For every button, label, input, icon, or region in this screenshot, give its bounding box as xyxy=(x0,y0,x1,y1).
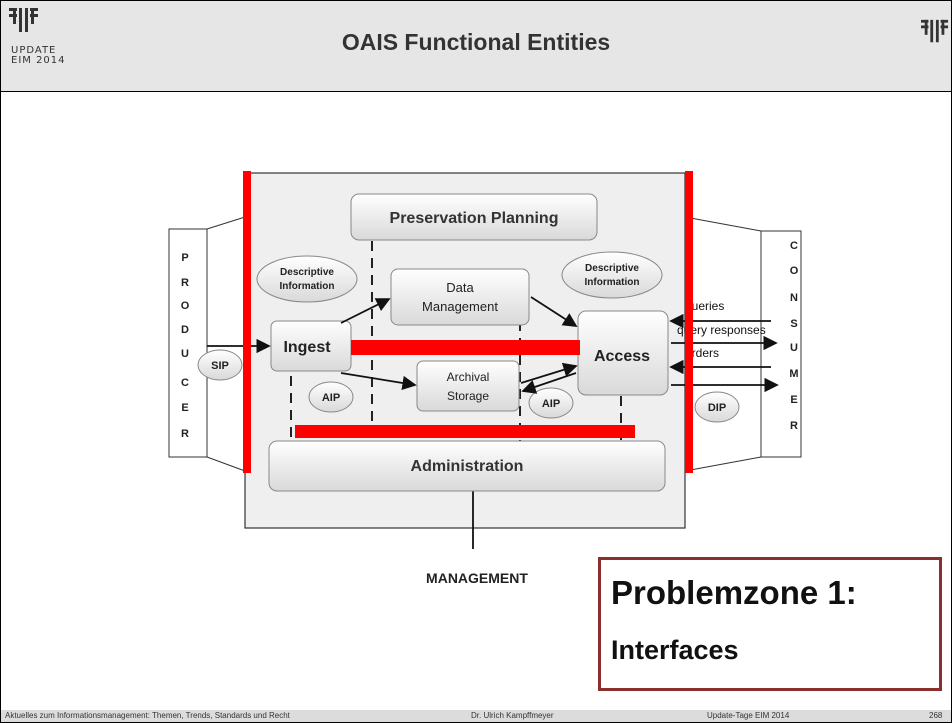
update-logo-icon-right xyxy=(921,19,949,43)
archival-storage-box xyxy=(416,360,520,412)
access-label: Access xyxy=(594,348,650,365)
slide-footer: Aktuelles zum Informationsmanagement: Th… xyxy=(1,710,951,722)
preservation-planning-box xyxy=(350,193,598,241)
consumer-letter: M xyxy=(789,368,798,380)
producer-connector xyxy=(206,216,246,472)
queries-label: queries xyxy=(685,299,724,313)
orders-label: orders xyxy=(685,346,719,360)
consumer-letter: E xyxy=(790,394,797,406)
consumer-letter: C xyxy=(790,240,798,252)
data-management-line1: Data xyxy=(446,280,474,295)
problem-zone-box: Problemzone 1: Interfaces xyxy=(598,557,942,691)
descriptive-information-right xyxy=(561,251,663,299)
producer-letter: C xyxy=(181,377,189,389)
management-label: MANAGEMENT xyxy=(426,570,528,586)
slide-header: UPDATE EIM 2014 OAIS Functional Entities xyxy=(1,1,951,92)
ingest-to-archival-storage-arrow xyxy=(340,372,417,391)
producer-letter: E xyxy=(181,402,188,414)
data-management-line2: Management xyxy=(422,299,498,314)
logo-line-1: UPDATE xyxy=(11,45,57,56)
archival-storage-line1: Archival xyxy=(447,370,490,384)
producer-band xyxy=(168,228,208,458)
descriptive-info-right-line1: Descriptive xyxy=(585,263,639,274)
administration-box xyxy=(268,440,666,492)
administration-label: Administration xyxy=(411,458,524,475)
access-to-archival-arrow xyxy=(521,372,577,394)
highlight-left-vertical xyxy=(243,171,251,473)
footer-right-text: Update-Tage EIM 2014 xyxy=(707,711,790,720)
interface-highlights xyxy=(243,171,693,473)
highlight-right-vertical xyxy=(685,171,693,473)
consumer-connector xyxy=(684,216,762,472)
producer-letter: P xyxy=(181,252,188,264)
descriptive-information-left xyxy=(256,255,358,303)
producer-letter: D xyxy=(181,324,189,336)
ingest-to-data-management-arrow xyxy=(340,298,391,324)
producer-letter: R xyxy=(181,277,189,289)
footer-center-text: Dr. Ulrich Kampffmeyer xyxy=(471,711,554,720)
aip-right-label: AIP xyxy=(542,398,560,410)
consumer-letter: U xyxy=(790,342,798,354)
preservation-planning-label: Preservation Planning xyxy=(390,210,559,227)
producer-letter: O xyxy=(181,300,190,312)
logo-right xyxy=(921,17,949,52)
consumer-letter: S xyxy=(790,318,797,330)
ingest-label: Ingest xyxy=(283,339,331,356)
aip-left-label: AIP xyxy=(322,392,340,404)
descriptive-info-right-line2: Information xyxy=(585,277,640,288)
archival-storage-line2: Storage xyxy=(447,389,489,403)
dip-ellipse xyxy=(694,391,740,423)
problem-zone-title: Problemzone 1: xyxy=(611,574,857,611)
consumer-letter: O xyxy=(790,265,799,277)
consumer-letter: R xyxy=(790,420,798,432)
data-management-to-access-arrow xyxy=(530,296,578,327)
aip-left-ellipse xyxy=(308,381,354,413)
descriptive-info-left-line1: Descriptive xyxy=(280,267,334,278)
query-responses-label: query responses xyxy=(677,323,766,337)
dip-label: DIP xyxy=(708,402,726,414)
descriptive-info-left-line2: Information xyxy=(280,281,335,292)
data-management-box xyxy=(390,268,530,326)
aip-right-ellipse xyxy=(528,387,574,419)
update-logo-icon xyxy=(9,8,38,32)
footer-left-text: Aktuelles zum Informationsmanagement: Th… xyxy=(5,711,290,720)
highlight-administration xyxy=(295,425,635,438)
producer-letter: U xyxy=(181,348,189,360)
consumer-letter: N xyxy=(790,292,798,304)
sip-ellipse xyxy=(197,349,243,381)
sip-label: SIP xyxy=(211,360,229,372)
slide-title: OAIS Functional Entities xyxy=(341,29,611,55)
producer-letter: R xyxy=(181,428,189,440)
update-eim-logo: UPDATE EIM 2014 xyxy=(9,6,89,86)
highlight-ingest-access xyxy=(351,340,580,355)
logo-line-2: EIM 2014 xyxy=(11,55,66,66)
page-number: 268 xyxy=(929,711,943,720)
problem-zone-subtitle: Interfaces xyxy=(611,635,739,665)
